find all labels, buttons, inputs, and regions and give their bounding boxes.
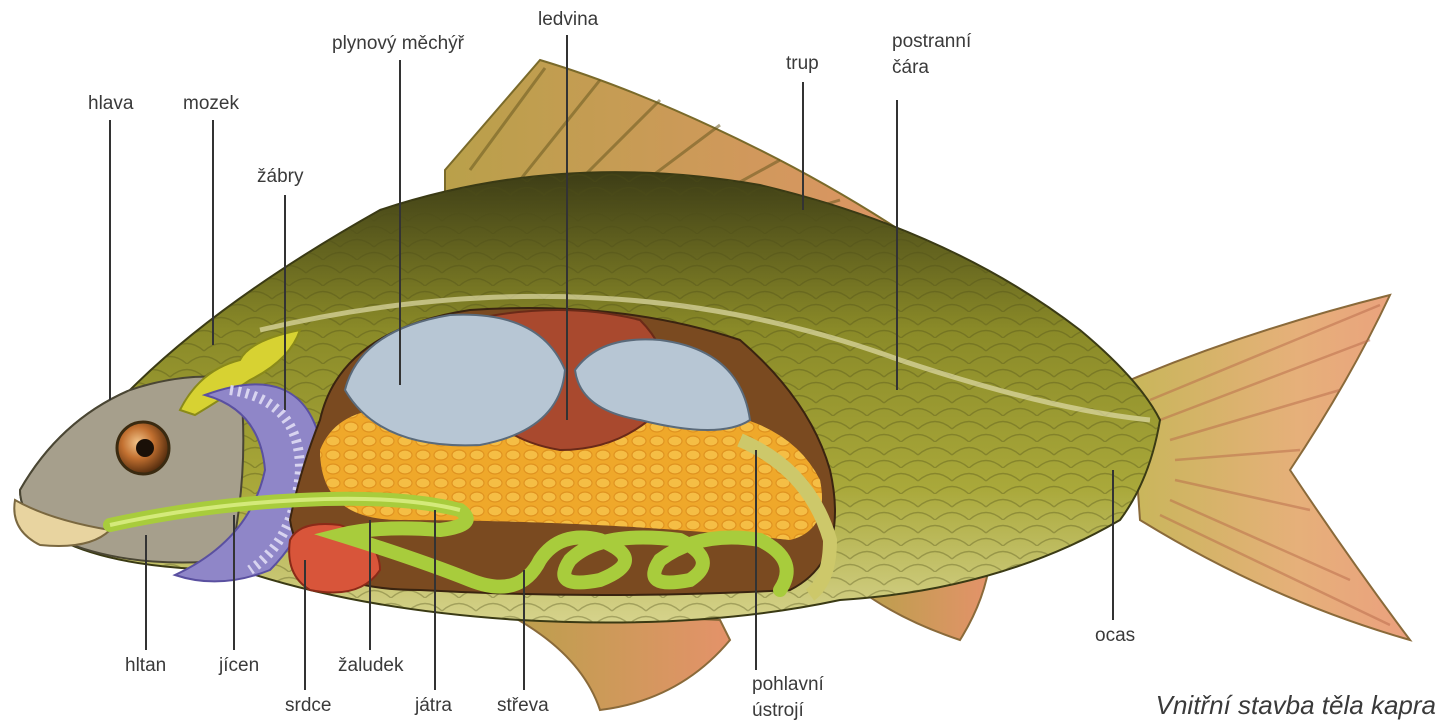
- label-jatra: játra: [415, 694, 452, 718]
- label-srdce: srdce: [285, 694, 331, 718]
- label-zabry: žábry: [257, 165, 303, 189]
- label-pohlavni-ustroji-line1: pohlavní: [752, 673, 824, 697]
- label-postranni-cara-line2: čára: [892, 56, 929, 80]
- label-plynovy-mechyr: plynový měchýř: [332, 32, 464, 56]
- label-trup: trup: [786, 52, 819, 76]
- label-hltan: hltan: [125, 654, 166, 678]
- label-hlava: hlava: [88, 92, 133, 116]
- label-streva: střeva: [497, 694, 549, 718]
- tail-fin: [1130, 295, 1410, 640]
- label-ocas: ocas: [1095, 624, 1135, 648]
- label-postranni-cara-line1: postranní: [892, 30, 971, 54]
- label-pohlavni-ustroji-line2: ústrojí: [752, 699, 804, 723]
- diagram-caption: Vnitřní stavba těla kapra: [1156, 690, 1436, 721]
- label-zaludek: žaludek: [338, 654, 404, 678]
- label-ledvina: ledvina: [538, 8, 598, 32]
- label-mozek: mozek: [183, 92, 239, 116]
- label-jicen: jícen: [219, 654, 259, 678]
